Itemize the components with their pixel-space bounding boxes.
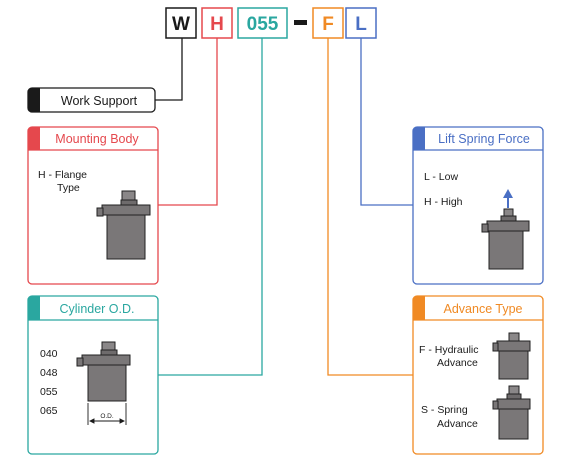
connector-cylinder-od xyxy=(158,38,263,376)
code-letter-w: W xyxy=(172,14,190,35)
cylinder-size-040: 040 xyxy=(40,348,58,360)
code-box-h xyxy=(201,7,233,39)
cylinder-body-illustration xyxy=(76,341,131,402)
advance-type-title: Advance Type xyxy=(444,302,523,316)
work-support-tab: Work Support xyxy=(27,87,156,113)
connector-work-support xyxy=(155,38,183,101)
lift-spring-title: Lift Spring Force xyxy=(438,132,530,146)
connector-mounting-body xyxy=(158,38,218,206)
mounting-body-panel: Mounting Body H - Flange Type xyxy=(27,126,159,285)
lift-spring-body-illustration xyxy=(481,208,530,270)
od-dimension-label: O.D. xyxy=(100,413,114,420)
mounting-body-option-line1: H - Flange xyxy=(38,169,87,181)
code-box-w xyxy=(165,7,197,39)
advance-type-panel: Advance Type F - Hydraulic Advance S - S… xyxy=(412,295,544,455)
product-code: W H 055 F L xyxy=(165,7,377,39)
spring-advance-line1: S - Spring xyxy=(421,404,468,416)
hydraulic-advance-line1: F - Hydraulic xyxy=(419,344,479,356)
connector-advance-type xyxy=(327,38,413,376)
spring-advance-illustration xyxy=(492,385,531,440)
code-box-l xyxy=(345,7,377,39)
flange-body-illustration xyxy=(96,190,151,260)
hydraulic-advance-line2: Advance xyxy=(437,357,478,369)
lift-spring-force-panel: Lift Spring Force L - Low H - High xyxy=(412,126,544,285)
code-dash xyxy=(294,20,307,25)
lift-spring-high: H - High xyxy=(424,196,463,208)
code-letter-h: H xyxy=(210,14,224,35)
lift-arrow-icon xyxy=(503,189,513,208)
code-box-size xyxy=(237,7,288,39)
od-dimension xyxy=(87,403,127,425)
connector-lift-spring xyxy=(360,38,413,206)
connector-lines xyxy=(155,38,413,376)
hydraulic-advance-illustration xyxy=(492,332,531,380)
code-letter-l: L xyxy=(355,14,367,35)
code-size: 055 xyxy=(247,14,279,35)
cylinder-size-055: 055 xyxy=(40,386,58,398)
code-box-f xyxy=(312,7,344,39)
mounting-body-option-line2: Type xyxy=(57,182,80,194)
work-support-label: Work Support xyxy=(61,94,138,108)
cylinder-od-title: Cylinder O.D. xyxy=(59,302,134,316)
mounting-body-title: Mounting Body xyxy=(55,132,139,146)
cylinder-od-panel: Cylinder O.D. 040 048 055 065 O.D. xyxy=(27,295,159,455)
cylinder-size-065: 065 xyxy=(40,405,58,417)
code-letter-f: F xyxy=(322,14,334,35)
lift-spring-low: L - Low xyxy=(424,171,458,183)
cylinder-size-048: 048 xyxy=(40,367,58,379)
spring-advance-line2: Advance xyxy=(437,418,478,430)
